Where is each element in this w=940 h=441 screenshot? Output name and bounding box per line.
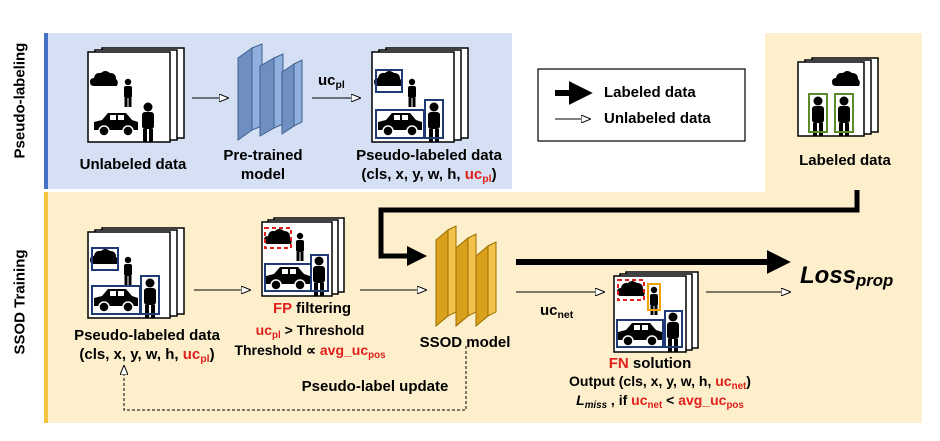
fp-threshold-condition: ucpl > Threshold [255, 322, 365, 341]
pretrained-line1: Pre-trained [223, 147, 303, 164]
pseudo-labeling-bar [44, 33, 48, 189]
legend-unlabeled-label: Unlabeled data [604, 110, 711, 127]
labeled-image-stack [797, 57, 879, 137]
uc-pl-top-base: uc [318, 72, 336, 89]
pseudo-labeled-bottom-title: Pseudo-labeled data [74, 327, 220, 344]
fn-text: FN [608, 355, 629, 372]
pseudo-labeled-image-stack-top [371, 47, 469, 143]
uc-net-label: ucnet [540, 302, 574, 321]
pseudo-label-update-label: Pseudo-label update [301, 378, 449, 395]
fn-solution-image-stack [613, 271, 699, 353]
pretrained-line2: model [240, 166, 286, 183]
l-miss-condition: Lmiss , if ucnet < avg_ucpos [576, 392, 744, 411]
loss-prop-label: Lossprop [800, 262, 894, 290]
pseudo-labeled-image-stack-bottom [87, 227, 185, 319]
pretrained-model-label: Pre-trained model [208, 146, 318, 184]
pseudo-labeled-top-fields: (cls, x, y, w, h, [361, 166, 465, 183]
fp-filtered-image-stack [261, 217, 345, 297]
ssod-training-section-label: SSOD Training [11, 249, 29, 355]
pseudo-labeled-top-title: Pseudo-labeled data [356, 147, 502, 164]
unlabeled-data-label: Unlabeled data [79, 156, 187, 173]
filtering-text: filtering [291, 300, 352, 317]
pseudo-labeled-data-top-label: Pseudo-labeled data (cls, x, y, w, h, uc… [334, 146, 524, 189]
pseudo-labeled-bottom-fields: (cls, x, y, w, h, [79, 346, 183, 363]
uc-pl-bottom-red: ucpl [182, 346, 210, 365]
pseudo-labeled-data-bottom-label: Pseudo-labeled data (cls, x, y, w, h, uc… [74, 327, 220, 365]
solution-text: solution [628, 355, 692, 372]
fp-threshold-proportional: Threshold ∝ avg_ucpos [234, 342, 386, 361]
pseudo-labeling-section-label: Pseudo-labeling [11, 42, 29, 159]
ssod-model-icon [435, 225, 497, 328]
ssod-model-label: SSOD model [419, 334, 511, 351]
uc-pl-top-sub: pl [335, 79, 345, 91]
arrow-labeled-to-ssod [378, 190, 860, 266]
fp-text: FP [272, 300, 292, 317]
ssod-training-bar [44, 192, 48, 423]
uc-pl-top-label: ucpl [318, 72, 345, 91]
pseudo-labeled-top-close: ) [491, 166, 497, 183]
fn-solution-label: FN solution [580, 355, 720, 372]
pretrained-model-icon [237, 43, 303, 141]
legend-labeled-label: Labeled data [604, 84, 696, 101]
legend-box [537, 68, 746, 142]
unlabeled-image-stack [87, 47, 185, 143]
labeled-data-label: Labeled data [799, 152, 891, 169]
fn-output-line: Output (cls, x, y, w, h, ucnet) [569, 373, 751, 392]
pseudo-label-update-loop [124, 346, 467, 411]
uc-pl-top-red: ucpl [464, 166, 492, 185]
fp-filtering-label: FP filtering [252, 300, 372, 317]
